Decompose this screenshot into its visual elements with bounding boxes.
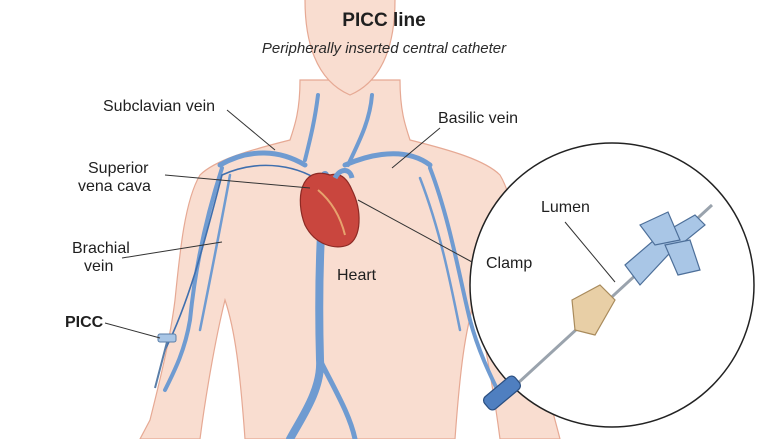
leader-superior — [164, 174, 311, 189]
label-brachial: Brachial — [72, 240, 130, 257]
brachial-vein-2 — [198, 173, 232, 332]
label-heart: Heart — [337, 267, 377, 284]
label-clamp: Clamp — [486, 255, 533, 272]
subclavian-vein-right — [342, 151, 433, 168]
label-vena-cava: vena cava — [78, 178, 151, 195]
label-superior: Superior — [88, 160, 149, 177]
catheter-detail-icon — [482, 203, 714, 411]
leader-heart — [357, 199, 473, 263]
label-subclavian-vein: Subclavian vein — [103, 98, 216, 115]
subclavian-vein-left — [217, 150, 308, 168]
veins — [163, 93, 502, 439]
brachial-vein — [163, 166, 224, 392]
page-subtitle: Peripherally inserted central catheter — [261, 40, 507, 57]
head-hint — [304, 0, 396, 96]
leader-brachial — [121, 241, 223, 259]
leader-picc — [104, 322, 161, 339]
label-lumen: Lumen — [541, 199, 590, 216]
leader-lumen — [564, 221, 616, 283]
vena-cava-branch — [317, 357, 358, 439]
picc-hub-icon — [154, 333, 177, 389]
page-title: PICC line — [342, 10, 426, 31]
basilic-vein-2 — [418, 176, 462, 332]
magnifier-circle — [469, 142, 755, 428]
heart-icon — [299, 168, 360, 248]
jugular-vein-left — [303, 93, 320, 162]
label-picc: PICC — [65, 314, 104, 331]
catheter-path — [164, 164, 326, 351]
leader-lines — [104, 109, 616, 339]
label-basilic-vein: Basilic vein — [438, 110, 519, 127]
label-brachial-vein: vein — [84, 258, 114, 275]
jugular-vein-right — [346, 93, 374, 167]
leader-subclavian — [226, 109, 276, 151]
leader-basilic — [391, 127, 441, 169]
basilic-vein — [428, 166, 502, 397]
